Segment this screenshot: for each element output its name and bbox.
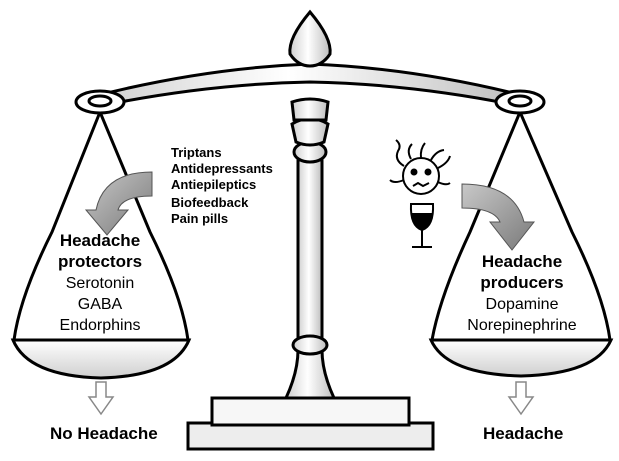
left-heading-line2: protectors [57, 252, 143, 271]
left-chemical: Serotonin [65, 275, 135, 292]
treatment-item: Antidepressants [171, 161, 273, 176]
scale-base [186, 348, 435, 451]
treatment-item: Antiepileptics [171, 177, 257, 192]
right-pan [428, 111, 614, 378]
left-outcome-label: No Headache [50, 424, 158, 443]
scale-column [290, 97, 330, 356]
right-heading-line1: Headache [481, 252, 563, 271]
down-arrow-icon [507, 381, 535, 416]
left-heading-line1: Headache [59, 231, 141, 250]
right-heading-line2: producers [480, 273, 564, 292]
left-chemical: Endorphins [59, 317, 141, 334]
scale-beam [74, 62, 546, 115]
treatment-item: Biofeedback [171, 195, 249, 210]
wine-glass-icon [409, 203, 435, 248]
left-pan [10, 111, 192, 380]
scale-finial [288, 9, 332, 68]
right-outcome-label: Headache [483, 424, 564, 443]
treatment-item: Pain pills [171, 211, 229, 226]
right-chemical: Norepinephrine [467, 317, 577, 334]
right-curved-arrow-icon [461, 183, 536, 251]
left-curved-arrow-icon [84, 171, 153, 236]
down-arrow-icon [87, 381, 115, 416]
stressed-face-icon [389, 139, 451, 195]
left-chemical: GABA [77, 296, 123, 313]
treatment-item: Triptans [171, 145, 222, 160]
right-chemical: Dopamine [485, 296, 559, 313]
